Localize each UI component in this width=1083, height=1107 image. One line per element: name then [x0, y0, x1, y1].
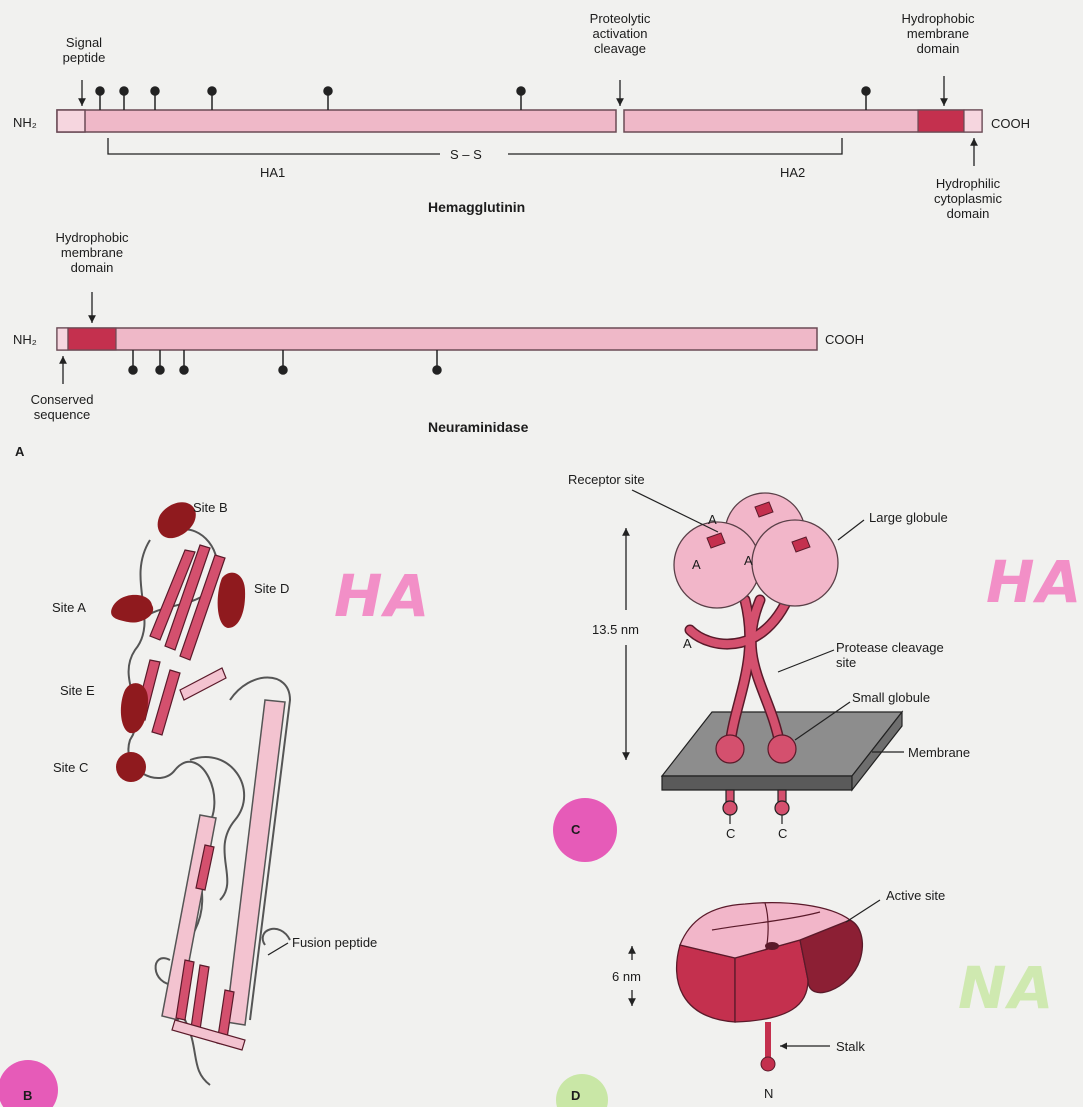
ha-chain-ha1 [57, 110, 616, 132]
badge-d [556, 1074, 608, 1107]
a-label-1: A [708, 512, 717, 527]
ha-watermark-right: HA [986, 552, 1083, 612]
small-globule-1 [716, 735, 744, 763]
panel-a-letter: A [15, 444, 24, 459]
signal-peptide-label: Signal peptide [63, 35, 106, 65]
site-d-label: Site D [254, 581, 289, 596]
a-label-4: A [683, 636, 692, 651]
receptor-leader [632, 490, 718, 532]
site-b-label: Site B [193, 500, 228, 515]
hemagglutinin-diagram [57, 76, 982, 166]
panel-c-letter: C [571, 822, 580, 837]
na-glycosylation-sites [129, 350, 441, 374]
cytoplasmic-domain-label: Hydrophilic cytoplasmic domain [934, 176, 1002, 221]
head-strands [135, 545, 226, 735]
site-c-shape [116, 752, 146, 782]
n-terminus-label: N [764, 1086, 773, 1101]
ha-c-terminus-label: COOH [991, 116, 1030, 131]
ha2-label: HA2 [780, 165, 805, 180]
ha-glycosylation-sites [96, 87, 870, 110]
protease-leader [778, 650, 834, 672]
membrane-slab-side [662, 776, 852, 790]
ha1-label: HA1 [260, 165, 285, 180]
receptor-site-label: Receptor site [568, 472, 645, 487]
conserved-sequence-label: Conserved sequence [31, 392, 94, 422]
large-globule-leader [838, 520, 864, 540]
disulfide-label: S – S [450, 147, 482, 162]
hemagglutinin-title: Hemagglutinin [428, 200, 525, 215]
na-membrane-domain [68, 328, 116, 350]
protease-site-label: Protease cleavage site [836, 640, 944, 670]
na-conserved-segment [57, 328, 68, 350]
site-a-shape [111, 595, 153, 623]
stalk-label: Stalk [836, 1039, 865, 1054]
site-d-shape [218, 573, 245, 628]
small-globule-2 [768, 735, 796, 763]
ha-membrane-domain [918, 110, 964, 132]
site-e-label: Site E [60, 683, 95, 698]
active-site-leader [846, 900, 880, 922]
na-n-terminus-label: NH₂ [13, 332, 37, 347]
a-label-2: A [692, 557, 701, 572]
a-label-3: A [744, 553, 753, 568]
na-chain [57, 328, 817, 350]
ha-n-terminus-label: NH₂ [13, 115, 37, 130]
panel-d-letter: D [571, 1088, 580, 1103]
large-globule-label: Large globule [869, 510, 948, 525]
ha-cytoplasmic-domain [964, 110, 982, 132]
height-6-label: 6 nm [612, 969, 641, 984]
ha-signal-peptide-segment [57, 110, 85, 132]
membrane-label: Membrane [908, 745, 970, 760]
height-13-5-label: 13.5 nm [592, 622, 639, 637]
active-site-pocket [765, 942, 779, 950]
na-membrane-domain-label: Hydrophobic membrane domain [56, 230, 129, 275]
c-terminus-label-1: C [726, 826, 735, 841]
na-c-terminus-label: COOH [825, 332, 864, 347]
small-globule-label: Small globule [852, 690, 930, 705]
neuraminidase-title: Neuraminidase [428, 420, 528, 435]
large-globule-right [752, 520, 838, 606]
active-site-label: Active site [886, 888, 945, 903]
fusion-peptide-pointer [268, 943, 288, 955]
fusion-peptide-label: Fusion peptide [292, 935, 377, 950]
na-watermark: NA [958, 958, 1055, 1018]
neuraminidase-diagram [57, 292, 817, 384]
cleavage-label: Proteolytic activation cleavage [590, 11, 651, 56]
site-c-label: Site C [53, 760, 88, 775]
cytoplasmic-tails [723, 790, 789, 824]
ha-membrane-domain-label: Hydrophobic membrane domain [902, 11, 975, 56]
site-b-shape [158, 502, 196, 538]
badge-c [553, 798, 617, 862]
ha-watermark-left: HA [334, 566, 431, 626]
panel-b-letter: B [23, 1088, 32, 1103]
na-stalk-end [761, 1057, 775, 1071]
c-terminus-label-2: C [778, 826, 787, 841]
site-e-shape [121, 683, 148, 733]
site-a-label: Site A [52, 600, 86, 615]
